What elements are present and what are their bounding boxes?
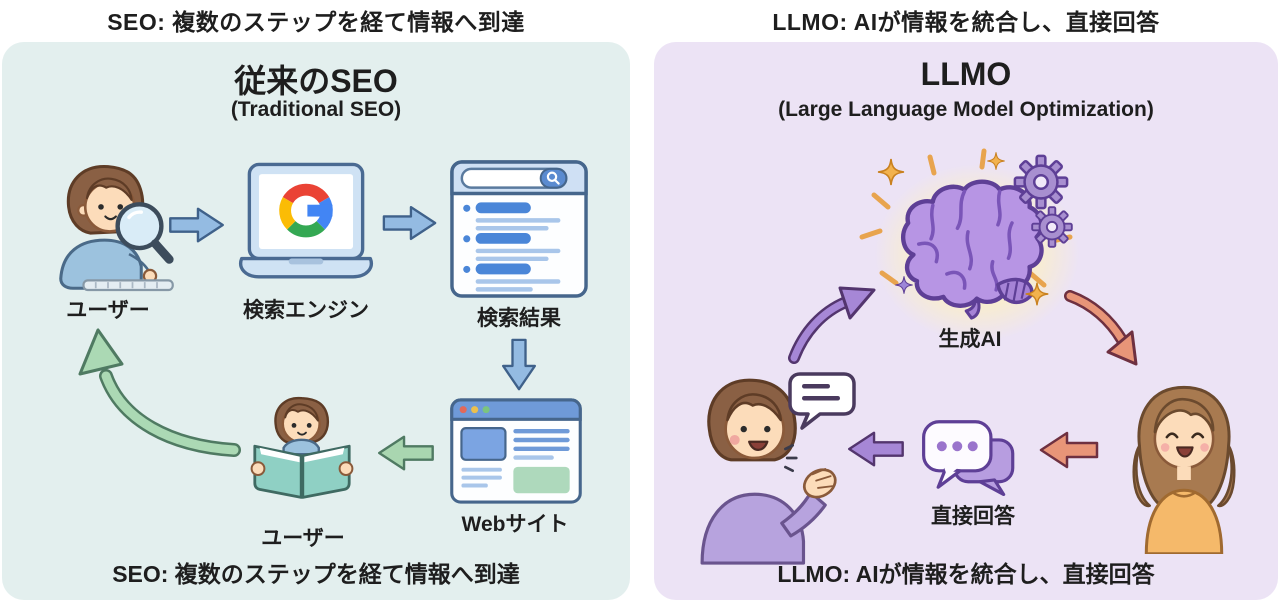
arrow-right-icon	[382, 202, 438, 244]
arrow-left-icon	[1036, 428, 1100, 472]
right-panel-subtitle: (Large Language Model Optimization)	[778, 98, 1154, 121]
website-label: Webサイト	[461, 513, 569, 536]
left-header: SEO: 複数のステップを経て情報へ到達	[107, 9, 525, 35]
arrow-left-icon	[374, 432, 436, 474]
woman-icon	[1124, 382, 1244, 554]
generative-ai-label: 生成AI	[938, 328, 1002, 351]
arrow-right-icon	[168, 204, 226, 246]
right-caption: LLMO: AIが情報を統合し、直接回答	[777, 561, 1155, 587]
user-searching-icon	[38, 160, 178, 294]
left-panel-title: 従来のSEO	[234, 63, 398, 99]
search-engine-label: 検索エンジン	[243, 299, 369, 322]
return-arrow-icon	[70, 328, 242, 460]
llmo-panel: LLMO (Large Language Model Optimization)	[654, 42, 1278, 600]
user-reading-icon	[250, 382, 354, 520]
traditional-seo-panel: 従来のSEO (Traditional SEO) ユー	[2, 42, 630, 600]
search-results-icon	[450, 160, 588, 298]
left-caption: SEO: 複数のステップを経て情報へ到達	[112, 561, 520, 587]
user1-label: ユーザー	[66, 299, 150, 322]
sparkle-icon	[986, 151, 1006, 171]
user2-label: ユーザー	[261, 527, 345, 550]
arrow-down-right-icon	[1064, 290, 1146, 370]
speech-bubble-icon	[786, 372, 858, 432]
arrow-up-right-icon	[788, 284, 878, 364]
sparkle-icon	[876, 157, 906, 187]
sparkle-purple-icon	[894, 275, 914, 295]
gear-icon	[1012, 153, 1070, 211]
brain-icon	[880, 169, 1056, 321]
left-panel-subtitle: (Traditional SEO)	[230, 98, 402, 121]
direct-answer-label: 直接回答	[931, 505, 1015, 528]
sparkle-icon	[1024, 281, 1050, 307]
man-speaking-icon	[684, 368, 856, 568]
website-icon	[450, 398, 582, 504]
gear-small-icon	[1030, 205, 1074, 249]
right-panel-title: LLMO	[920, 56, 1012, 92]
search-engine-laptop-icon	[234, 162, 378, 286]
arrow-left-icon	[844, 428, 906, 470]
search-results-label: 検索結果	[477, 307, 561, 330]
chat-bubbles-icon	[920, 418, 1020, 500]
right-header: LLMO: AIが情報を統合し、直接回答	[772, 9, 1160, 35]
google-logo-icon	[279, 183, 333, 238]
arrow-down-icon	[498, 338, 540, 392]
generative-ai-illustration	[846, 139, 1154, 377]
rays-icon	[854, 145, 1154, 377]
